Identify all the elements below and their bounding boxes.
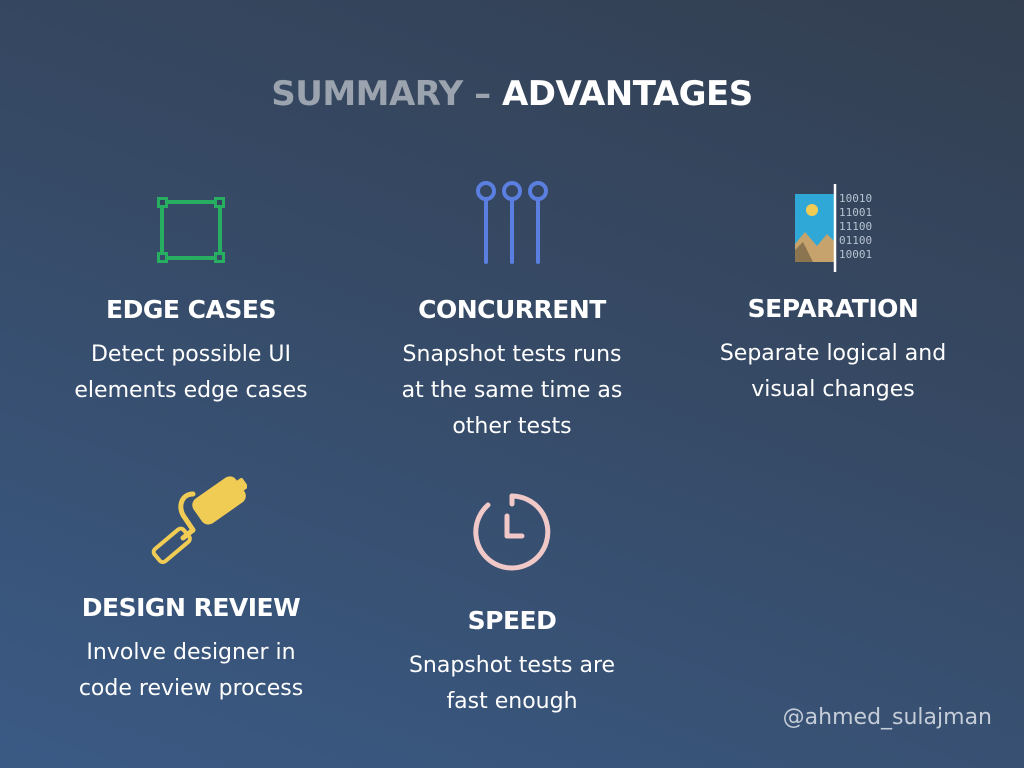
binary-line: 10001 bbox=[839, 248, 872, 261]
card-desc-line: Separate logical and bbox=[719, 341, 947, 366]
card-desc-line: at the same time as bbox=[401, 378, 623, 403]
card-desc-line: Snapshot tests are bbox=[408, 653, 616, 678]
card-desc-line: other tests bbox=[452, 414, 572, 439]
card-heading: CONCURRENT bbox=[418, 295, 606, 324]
clock-icon bbox=[473, 493, 551, 571]
title-highlight: ADVANTAGES bbox=[501, 74, 753, 114]
sliders-pins-icon bbox=[476, 181, 548, 264]
card-description: Snapshot tests are fast enough bbox=[362, 648, 662, 720]
card-desc-line: fast enough bbox=[446, 689, 578, 714]
slide-title: SUMMARY – ADVANTAGES bbox=[0, 74, 1024, 114]
card-desc-line: code review process bbox=[78, 676, 304, 701]
card-heading: SEPARATION bbox=[747, 294, 919, 323]
paint-roller-icon bbox=[151, 476, 247, 565]
author-handle: @ahmed_sulajman bbox=[782, 705, 992, 730]
card-description: Snapshot tests runs at the same time as … bbox=[362, 337, 662, 445]
binary-line: 01100 bbox=[839, 234, 872, 247]
title-prefix: SUMMARY bbox=[271, 74, 463, 114]
card-desc-line: Snapshot tests runs bbox=[402, 342, 622, 367]
card-desc-line: Involve designer in bbox=[86, 640, 296, 665]
card-heading: DESIGN REVIEW bbox=[81, 593, 301, 622]
binary-line: 10010 bbox=[839, 192, 872, 205]
card-separation: 10010 11001 11100 01100 10001 SEPARATION… bbox=[683, 0, 983, 768]
binary-line: 11001 bbox=[839, 206, 872, 219]
card-description: Detect possible UI elements edge cases bbox=[41, 337, 341, 409]
card-speed: SPEED Snapshot tests are fast enough bbox=[362, 0, 662, 768]
card-desc-line: Detect possible UI bbox=[90, 342, 291, 367]
card-edge-cases: EDGE CASES Detect possible UI elements e… bbox=[41, 0, 341, 768]
card-concurrent: CONCURRENT Snapshot tests runs at the sa… bbox=[362, 0, 662, 768]
card-description: Involve designer in code review process bbox=[41, 635, 341, 707]
card-description: Separate logical and visual changes bbox=[683, 336, 983, 408]
card-heading: SPEED bbox=[467, 606, 557, 635]
vector-square-icon bbox=[157, 197, 225, 263]
card-desc-line: visual changes bbox=[751, 377, 915, 402]
card-desc-line: elements edge cases bbox=[74, 378, 308, 403]
binary-line: 11100 bbox=[839, 220, 872, 233]
title-dash: – bbox=[474, 74, 491, 114]
card-heading: EDGE CASES bbox=[106, 295, 276, 324]
card-design-review: DESIGN REVIEW Involve designer in code r… bbox=[41, 0, 341, 768]
image-binary-split-icon: 10010 11001 11100 01100 10001 bbox=[795, 184, 872, 272]
